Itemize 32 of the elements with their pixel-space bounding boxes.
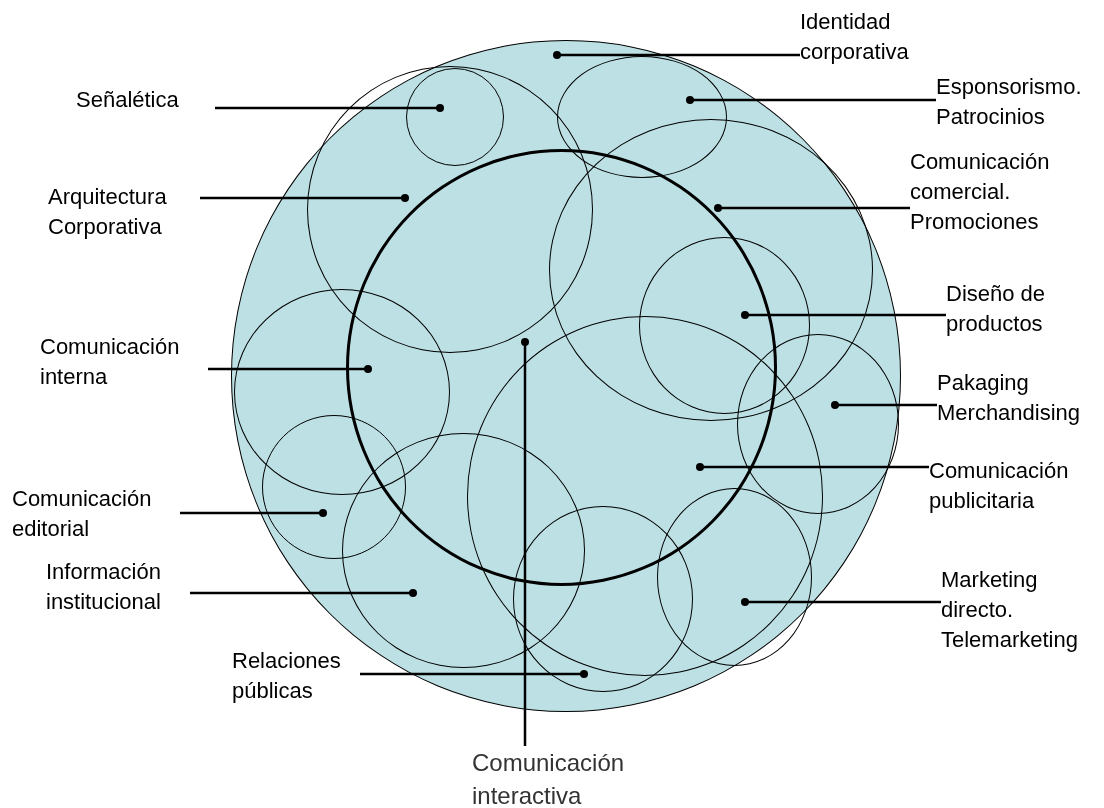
callout-label: Esponsorismo. Patrocinios (936, 72, 1098, 132)
callout-label: Arquitectura Corporativa (48, 182, 200, 242)
callout-label: Comunicación comercial. Promociones (910, 147, 1078, 237)
callout-label: Diseño de productos (946, 279, 1076, 339)
leader-line (360, 670, 588, 678)
leader-line (741, 311, 946, 319)
leader-line (180, 509, 327, 517)
callout-label: Relaciones públicas (232, 646, 360, 706)
callout-label: Comunicación publicitaria (929, 456, 1097, 516)
circle-outline (639, 237, 810, 414)
callout-label: Señalética (76, 85, 215, 115)
callout-label: Comunicación interactiva (472, 746, 672, 808)
callout-label: Marketing directo. Telemarketing (941, 565, 1096, 655)
callout-label: Comunicación editorial (12, 484, 180, 544)
leader-line (831, 401, 937, 409)
thick-circle-outline (346, 149, 777, 586)
circle-outline (307, 66, 593, 353)
leader-line (686, 96, 936, 104)
callout-label: Información institucional (46, 557, 190, 617)
leader-line (215, 104, 444, 112)
leader-line (696, 463, 929, 471)
leader-line (741, 598, 941, 606)
callout-label: Identidad corporativa (800, 7, 925, 67)
leader-line (714, 204, 910, 212)
callout-label: Pakaging Merchandising (937, 368, 1099, 428)
leader-line (200, 194, 409, 202)
leader-line (208, 365, 372, 373)
leader-line (553, 51, 800, 59)
callout-label: Comunicación interna (40, 332, 208, 392)
leader-line (190, 589, 417, 597)
leader-line (521, 338, 529, 746)
circle-outline (342, 433, 585, 668)
